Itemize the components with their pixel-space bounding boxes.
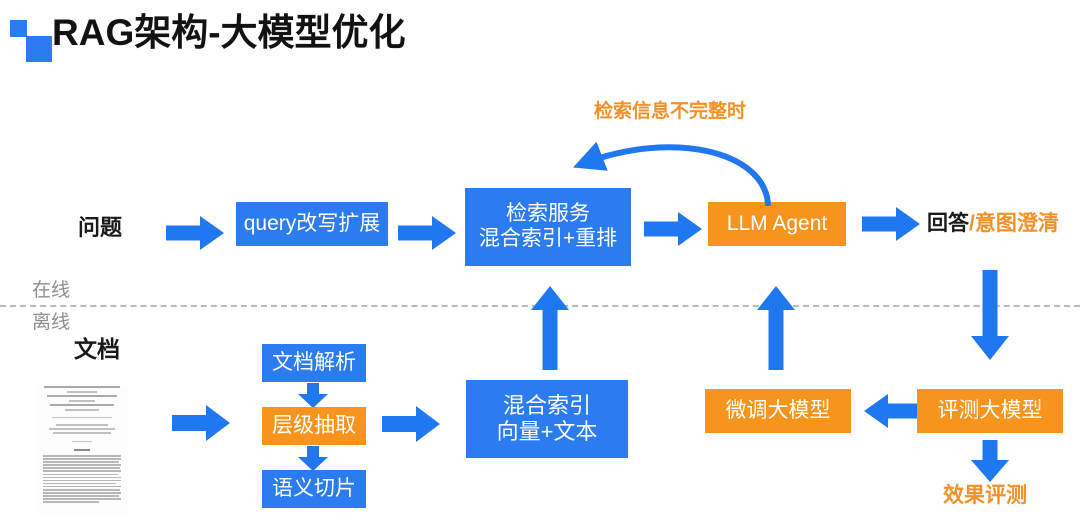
node-llm-agent[interactable]: LLM Agent <box>708 202 846 246</box>
source-label-document: 文档 <box>74 336 120 362</box>
result-label-effect-eval: 效果评测 <box>943 484 1027 507</box>
node-hybrid-index-line1: 混合索引 <box>502 393 591 419</box>
output-answer-black: 回答 <box>927 212 969 235</box>
document-thumbnail <box>36 386 128 514</box>
node-retrieval-service-line1: 检索服务 <box>506 202 590 226</box>
node-hybrid-index[interactable]: 混合索引 向量+文本 <box>466 380 628 458</box>
output-answer: 回答/意图澄清 <box>927 212 1059 235</box>
arrow-answer-to-eval-model <box>971 270 1009 360</box>
arrow-document-to-pipeline <box>172 405 230 441</box>
online-label: 在线 <box>32 280 71 301</box>
node-hierarchy-extract[interactable]: 层级抽取 <box>262 407 366 445</box>
output-answer-orange: /意图澄清 <box>969 212 1059 235</box>
arrow-llm-agent-to-answer <box>862 207 920 241</box>
arrow-question-to-query-rewrite <box>166 216 224 250</box>
node-eval-model[interactable]: 评测大模型 <box>917 389 1063 433</box>
node-query-rewrite-label: query改写扩展 <box>243 211 381 235</box>
node-semantic-chunk[interactable]: 语义切片 <box>262 470 366 508</box>
node-query-rewrite[interactable]: query改写扩展 <box>236 202 388 246</box>
logo-square-large <box>26 36 52 62</box>
brand-logo <box>10 20 54 64</box>
node-retrieval-service-line2: 混合索引+重排 <box>478 227 618 250</box>
page-title: RAG架构-大模型优化 <box>52 12 406 53</box>
arrow-eval-to-finetune <box>864 394 922 428</box>
feedback-curved-arrow <box>573 141 771 206</box>
node-finetune-model[interactable]: 微调大模型 <box>705 389 851 433</box>
arrow-eval-model-to-result <box>971 440 1009 482</box>
node-semantic-chunk-label: 语义切片 <box>272 476 356 500</box>
feedback-label: 检索信息不完整时 <box>594 101 747 122</box>
arrow-hierarchy-to-semantic-chunk <box>297 446 329 471</box>
arrow-hybrid-index-to-retrieval <box>531 286 569 370</box>
offline-label: 离线 <box>32 312 71 333</box>
logo-square-small <box>10 20 27 37</box>
node-llm-agent-label: LLM Agent <box>726 211 828 235</box>
arrow-doc-parse-to-hierarchy <box>297 383 329 408</box>
arrow-retrieval-to-llm-agent <box>644 212 702 246</box>
input-label-question: 问题 <box>78 215 123 240</box>
node-doc-parse[interactable]: 文档解析 <box>262 344 366 382</box>
node-doc-parse-label: 文档解析 <box>272 350 356 374</box>
arrow-query-rewrite-to-retrieval <box>398 216 456 250</box>
node-retrieval-service[interactable]: 检索服务 混合索引+重排 <box>465 188 631 266</box>
node-finetune-model-label: 微调大模型 <box>725 398 831 422</box>
arrow-pipeline-to-hybrid-index <box>382 406 440 442</box>
node-eval-model-label: 评测大模型 <box>937 398 1043 422</box>
node-hybrid-index-line2: 向量+文本 <box>496 419 598 444</box>
arrow-finetune-to-llm-agent <box>757 286 795 370</box>
node-hierarchy-extract-label: 层级抽取 <box>272 413 356 437</box>
